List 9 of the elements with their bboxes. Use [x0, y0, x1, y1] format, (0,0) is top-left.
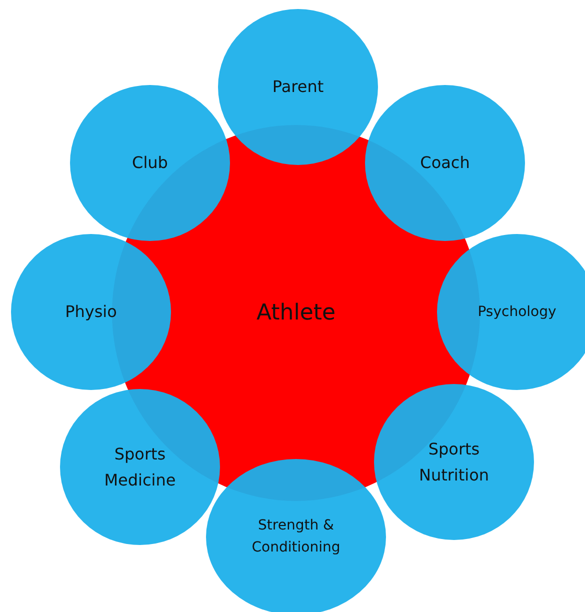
circle-label: Coach [419, 152, 471, 174]
circle-label: Parent [271, 76, 325, 98]
circle-label: Physio [64, 301, 118, 324]
circle-label: Psychology [476, 302, 558, 322]
circle-label: Club [131, 152, 169, 174]
circle-label: Sports Medicine [103, 443, 177, 491]
circle-label: Sports Nutrition [418, 438, 490, 486]
circle-label: Strength & Conditioning [250, 516, 342, 558]
circle-label: Athlete [255, 299, 337, 328]
